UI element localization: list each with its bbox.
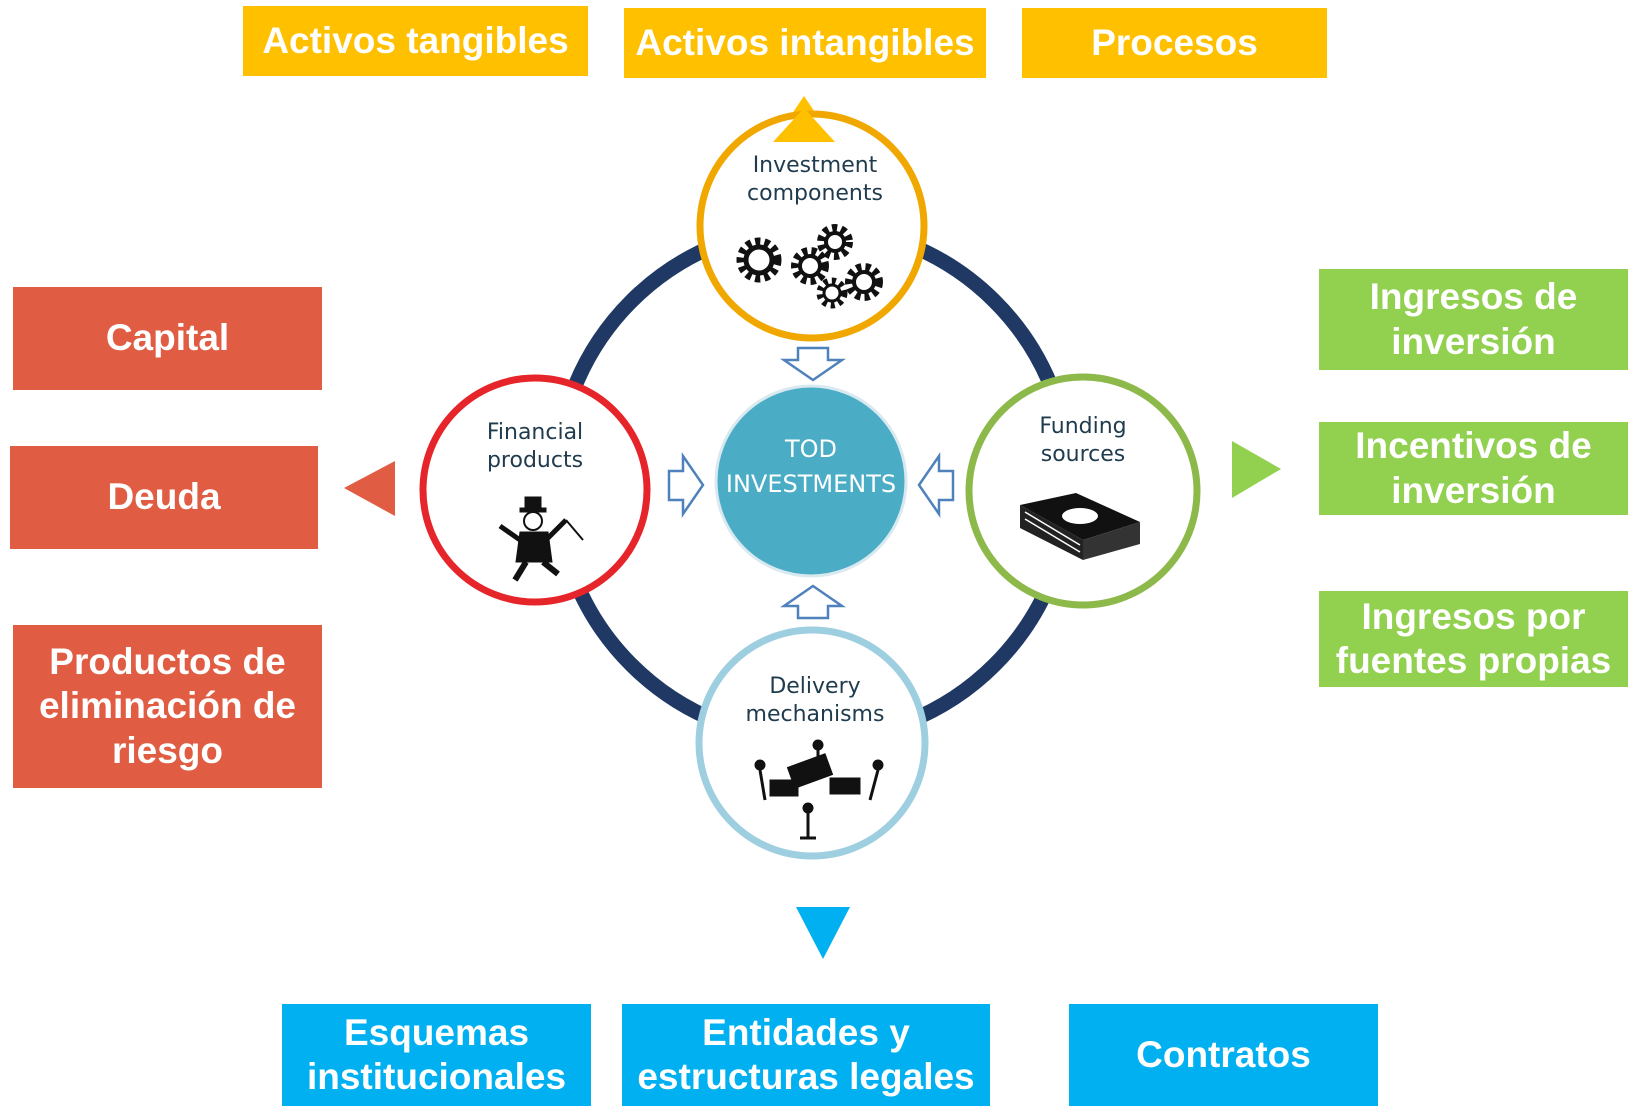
gears-icon (736, 224, 883, 309)
box-contratos: Contratos (1069, 1004, 1378, 1106)
box-activos-intangibles: Activos intangibles (624, 8, 986, 78)
funding-label-line2: sources (1041, 442, 1126, 467)
inner-arrow-up-icon (779, 584, 847, 620)
money-stack-icon (1020, 493, 1140, 560)
inner-arrow-down-icon (779, 346, 847, 382)
hub-label-line1: TOD (784, 435, 837, 463)
monopoly-man-icon (498, 496, 584, 582)
box-productos-eliminacion-riesgo: Productos de eliminación de riesgo (13, 625, 322, 788)
node-delivery-mechanisms: Delivery mechanisms (695, 626, 929, 860)
financial-label-line2: products (487, 448, 583, 473)
delivery-label-line1: Delivery (769, 674, 860, 699)
hub-label-line2: INVESTMENTS (726, 470, 896, 498)
node-investment-components: Investment components (696, 108, 928, 342)
investment-label-line2: components (747, 181, 883, 206)
box-procesos: Procesos (1022, 8, 1327, 78)
tod-investments-hub (714, 384, 908, 578)
arrow-right-icon (1232, 441, 1281, 498)
box-activos-tangibles: Activos tangibles (243, 6, 588, 76)
people-puzzle-icon (754, 739, 884, 840)
arrow-left-icon (344, 461, 395, 516)
financial-label-line1: Financial (487, 420, 583, 445)
inner-arrow-left-icon (917, 451, 955, 519)
arrow-down-icon (796, 907, 850, 959)
delivery-label-line2: mechanisms (746, 702, 885, 727)
node-funding-sources: Funding sources (965, 373, 1201, 609)
funding-label-line1: Funding (1039, 414, 1126, 439)
node-financial-products: Financial products (419, 374, 651, 606)
investment-label-line1: Investment (753, 153, 878, 178)
box-capital: Capital (13, 287, 322, 390)
inner-arrow-right-icon (667, 451, 705, 519)
box-deuda: Deuda (10, 446, 318, 549)
